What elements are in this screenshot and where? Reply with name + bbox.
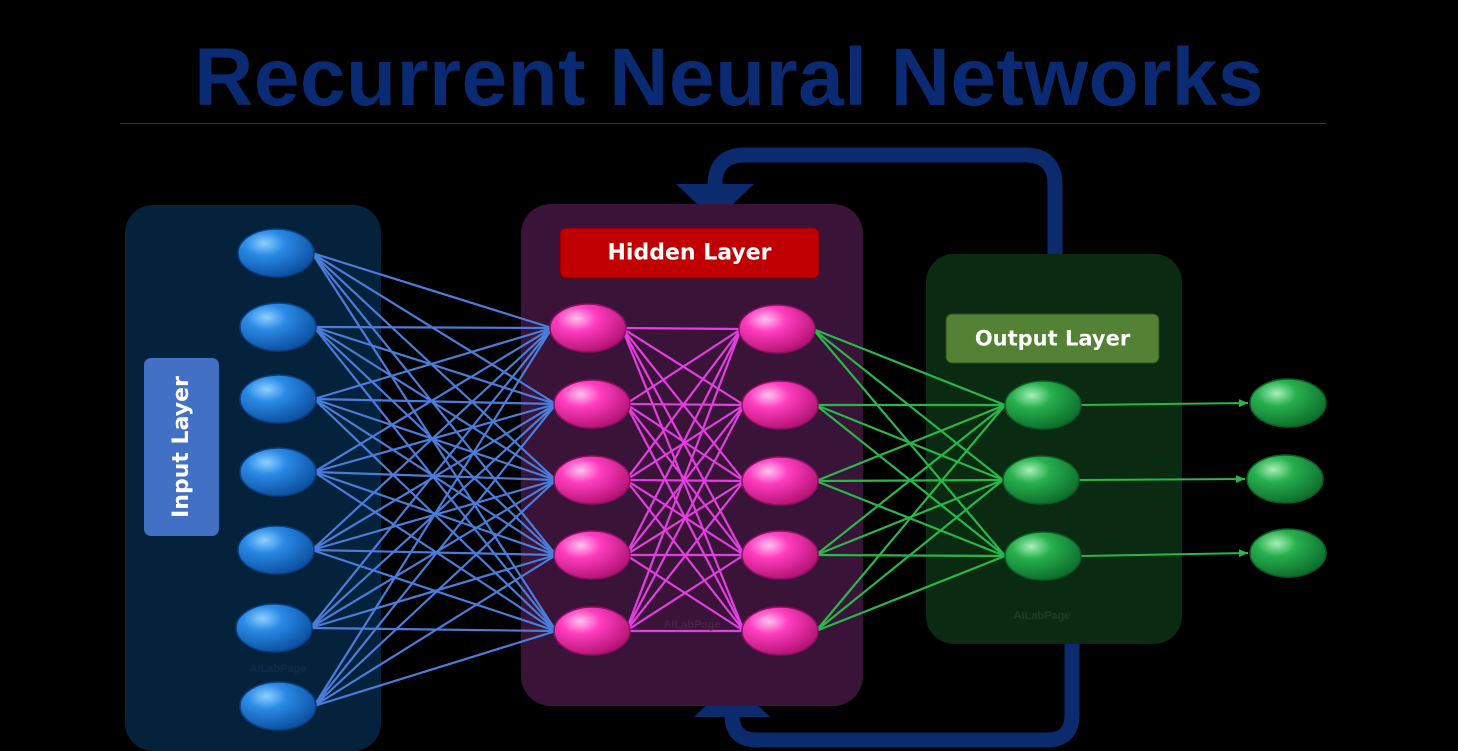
connection-edge <box>313 397 557 406</box>
input-layer-text: Input Layer <box>169 376 194 518</box>
output-arrow <box>1080 549 1249 558</box>
recurrent-arrowhead-top <box>676 184 754 221</box>
connection-edge <box>313 327 553 473</box>
page-title: Recurrent Neural Networks <box>194 32 1264 123</box>
connection-edge <box>625 328 742 481</box>
hidden-node <box>741 530 819 580</box>
hidden-node <box>553 455 631 505</box>
connection-edge <box>625 404 745 632</box>
hidden-layer-label: Hidden Layer <box>559 227 820 279</box>
connection-edge <box>313 402 557 474</box>
connection-edge <box>313 397 557 482</box>
output-arrow <box>1078 475 1246 484</box>
input-node <box>239 302 317 352</box>
connection-edge <box>625 402 745 407</box>
watermark-hidden: AILabPage <box>664 619 721 631</box>
hidden-node <box>741 456 819 506</box>
final-output-node <box>1246 454 1324 504</box>
input-node <box>237 525 315 575</box>
connection-edge <box>815 403 1006 483</box>
hidden-node <box>738 304 816 354</box>
hidden-node <box>741 606 819 656</box>
watermark-input: AILabPage <box>250 663 307 675</box>
output-layer-text: Output Layer <box>975 327 1131 351</box>
connection-edge <box>625 328 742 405</box>
input-node <box>239 374 317 424</box>
connection-edge <box>624 328 743 632</box>
hidden-node <box>549 303 627 353</box>
connection-edge <box>311 251 553 330</box>
connection-edge <box>309 327 553 629</box>
output-node <box>1004 531 1082 581</box>
output-arrow <box>1080 399 1249 408</box>
hidden-layer-text: Hidden Layer <box>608 241 772 266</box>
hidden-node <box>553 530 631 580</box>
watermark-output: AILabPage <box>1014 610 1071 622</box>
input-node <box>239 447 317 497</box>
connection-edge <box>309 479 557 629</box>
connection-edge <box>625 328 742 556</box>
output-node <box>1004 380 1082 430</box>
connection-edge <box>309 626 557 633</box>
connection-edge <box>625 480 745 632</box>
hidden-node <box>741 380 819 430</box>
title-underline <box>120 123 1326 124</box>
input-node <box>239 681 317 731</box>
connection-edge <box>815 404 1006 632</box>
output-arrows <box>1078 399 1249 558</box>
connection-edge <box>313 326 553 401</box>
output-node <box>1002 455 1080 505</box>
connection-edge <box>311 403 557 551</box>
connection-edge <box>313 325 557 406</box>
connection-edge <box>621 326 742 331</box>
connection-edge <box>815 404 1006 556</box>
hidden-node <box>553 606 631 656</box>
connection-edge <box>313 403 557 707</box>
output-layer-label: Output Layer <box>945 313 1160 364</box>
input-node <box>237 228 315 278</box>
hidden-to-output-connections <box>812 327 1006 633</box>
connection-edge <box>625 404 745 556</box>
recurrent-loop-top <box>676 147 1063 255</box>
final-output-node <box>1249 528 1327 578</box>
connection-edge <box>625 554 745 632</box>
connection-edge <box>311 327 553 551</box>
connection-edge <box>313 327 553 707</box>
connection-edge <box>815 479 1004 632</box>
input-to-hidden-connections <box>309 251 557 708</box>
connection-edge <box>812 327 1006 407</box>
connection-edge <box>309 553 557 630</box>
input-node <box>235 603 313 653</box>
hidden-node <box>553 379 631 429</box>
hidden-to-hidden-connections <box>620 326 746 633</box>
connection-edge <box>815 554 1006 633</box>
connection-edge <box>313 479 557 707</box>
connection-edge <box>313 325 553 330</box>
final-output-node <box>1249 378 1327 428</box>
connection-edge <box>313 554 557 707</box>
network-nodes <box>235 228 1327 731</box>
input-layer-label: Input Layer <box>144 358 219 536</box>
connection-edge <box>313 629 557 708</box>
connection-edge <box>625 404 745 481</box>
